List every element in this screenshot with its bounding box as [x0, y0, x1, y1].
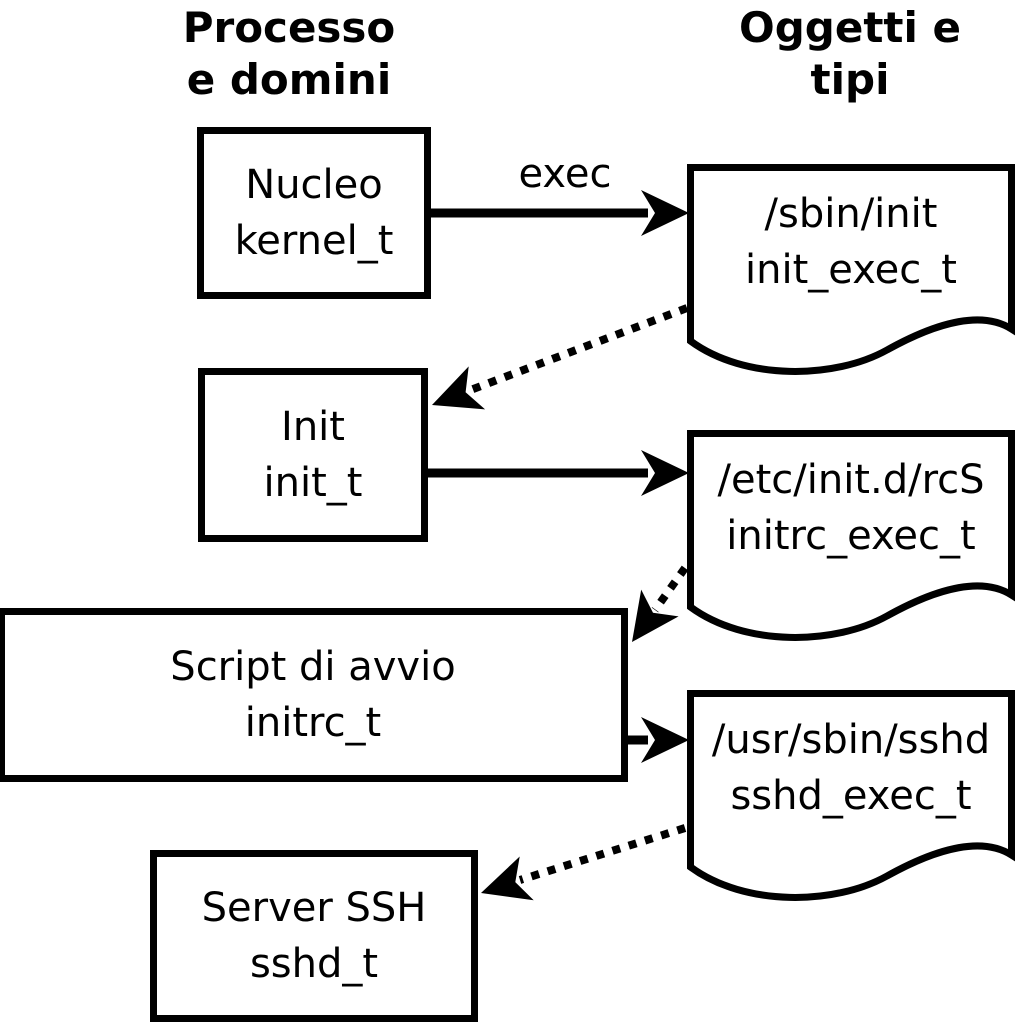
object-doc-sshd-exec: /usr/sbin/sshd sshd_exec_t — [687, 690, 1015, 905]
exec-arrow-3 — [624, 717, 689, 763]
process-name: Script di avvio — [170, 644, 456, 690]
object-doc-initrc-exec: /etc/init.d/rcS initrc_exec_t — [687, 430, 1015, 645]
process-box-sshd: Server SSH sshd_t — [150, 850, 478, 1022]
object-doc-init-exec: /sbin/init init_exec_t — [687, 164, 1015, 379]
domain-transition-arrow-1 — [432, 304, 689, 410]
object-type: sshd_exec_t — [730, 773, 972, 819]
object-path: /sbin/init — [764, 191, 938, 237]
process-domain-type: kernel_t — [234, 218, 394, 264]
object-path: /etc/init.d/rcS — [717, 457, 985, 503]
process-name: Nucleo — [245, 162, 383, 208]
domain-transition-arrow-3 — [481, 824, 687, 901]
column-header-objects: Oggetti e tipi — [739, 3, 961, 104]
process-domain-type: initrc_t — [244, 700, 382, 746]
process-box-initrc: Script di avvio initrc_t — [0, 608, 628, 782]
exec-arrow-2 — [428, 450, 689, 496]
exec-arrow-label: exec — [518, 151, 612, 197]
column-header-processes: Processo e domini — [182, 3, 396, 104]
document-shape — [687, 690, 1015, 901]
object-type: initrc_exec_t — [726, 513, 976, 559]
process-domain-type: sshd_t — [249, 941, 379, 987]
process-domain-type: init_t — [263, 460, 363, 506]
process-name: Init — [281, 404, 345, 450]
domain-transition-arrow-2 — [632, 565, 689, 642]
process-box-kernel: Nucleo kernel_t — [197, 127, 431, 299]
object-path: /usr/sbin/sshd — [711, 717, 991, 763]
object-type: init_exec_t — [745, 247, 957, 293]
document-shape — [687, 430, 1015, 641]
document-shape — [687, 164, 1015, 375]
process-name: Server SSH — [201, 885, 427, 931]
process-box-init: Init init_t — [198, 368, 428, 542]
